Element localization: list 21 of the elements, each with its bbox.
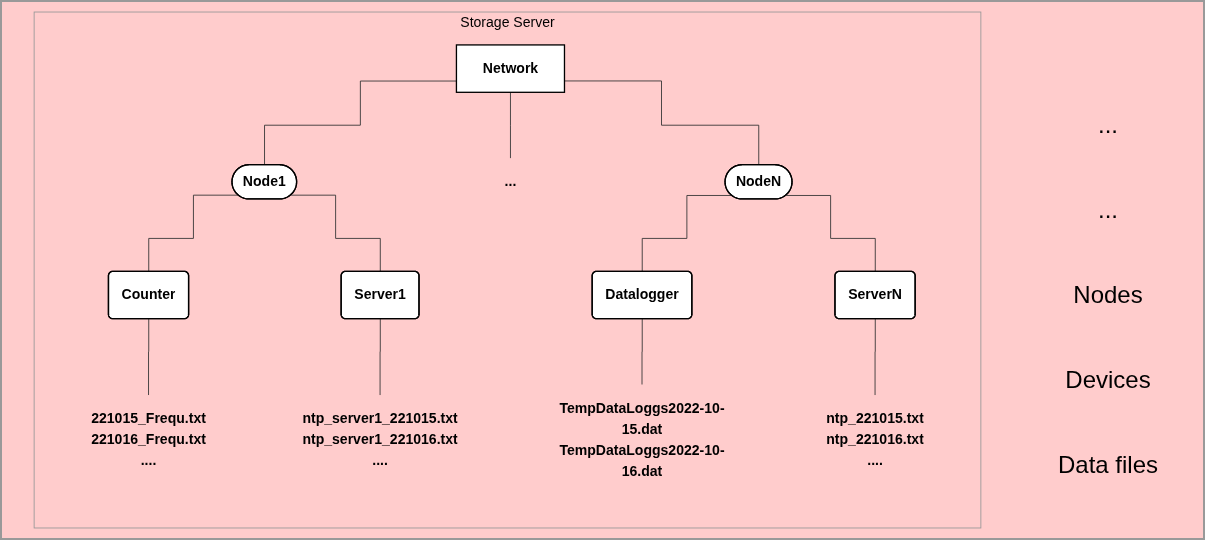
- connector: [148, 318, 150, 396]
- node-text: ntp_server1_221015.txt ntp_server1_221016.txt ....: [302, 410, 458, 468]
- connector: [564, 80, 760, 166]
- node-text: 221015_Frequ.txt 221016_Frequ.txt ....: [91, 410, 206, 468]
- label-text: Nodes: [1072, 280, 1144, 309]
- label-text: Data files: [1056, 451, 1159, 480]
- connector: [510, 91, 511, 159]
- connector: [264, 80, 457, 166]
- connector: [874, 318, 876, 396]
- node-text: TempDataLoggs2022-10-15.dat TempDataLoggs2022-10-16.dat: [559, 400, 725, 479]
- label-text: ...: [1097, 110, 1119, 139]
- label-text: ...: [1097, 195, 1119, 224]
- connector: [641, 195, 733, 273]
- node-text: ...: [504, 173, 517, 189]
- connector: [379, 318, 381, 396]
- connector: [641, 318, 643, 385]
- connector: [785, 195, 876, 273]
- connector: [148, 194, 239, 273]
- node-text: ntp_221015.txt ntp_221016.txt ....: [826, 410, 924, 468]
- label-text: Devices: [1064, 366, 1152, 395]
- node-box: Network: [455, 44, 566, 93]
